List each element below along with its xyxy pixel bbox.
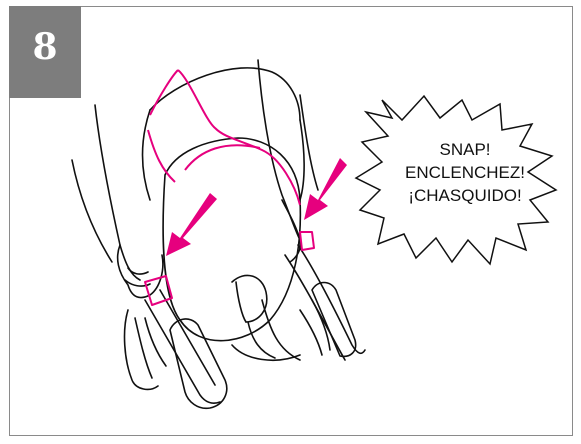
highlight-connector-right [299, 231, 315, 251]
seat-cushion [162, 137, 302, 342]
arrow-right-icon [304, 158, 347, 220]
arrow-left-icon [166, 193, 217, 256]
seat-shell [149, 67, 301, 121]
callout-line-spanish: ¡CHASQUIDO! [408, 186, 522, 205]
highlight-seat-frame [177, 69, 301, 206]
right-handle [311, 281, 357, 358]
step-number-badge: 8 [9, 6, 81, 98]
callout-line-english: SNAP! [439, 140, 491, 159]
callout-burst [354, 94, 558, 266]
right-arm [257, 59, 301, 241]
callout-text: SNAP! ENCLENCHEZ! ¡CHASQUIDO! [370, 138, 560, 207]
frame-rail-right [297, 244, 366, 355]
harness-strap [261, 299, 301, 361]
left-hand [116, 244, 164, 299]
left-handle [169, 318, 228, 410]
frame-rail-left [144, 299, 221, 404]
highlight-connector-left [144, 275, 173, 306]
canopy-fabric [123, 309, 159, 391]
callout-line-french: ENCLENCHEZ! [405, 163, 525, 182]
